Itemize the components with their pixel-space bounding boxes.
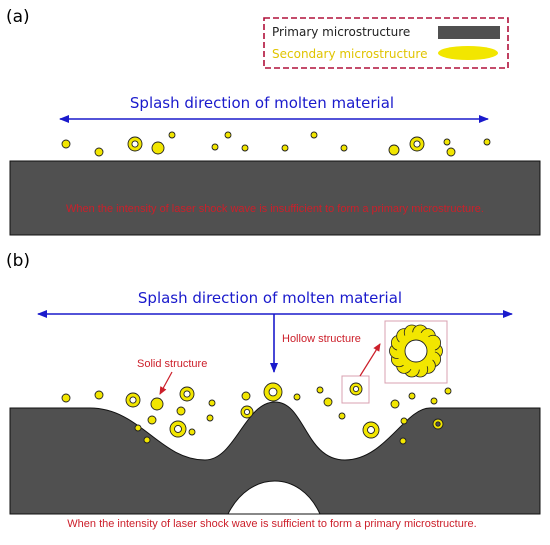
solid-particle	[390, 399, 400, 409]
hollow-particle	[125, 392, 140, 407]
solid-particle	[483, 138, 491, 146]
solid-particle	[94, 390, 104, 400]
solid-particle	[310, 131, 318, 139]
hollow-particle-outline	[268, 387, 278, 397]
solid-particle	[241, 391, 251, 401]
legend: Primary microstructure Secondary microst…	[263, 17, 509, 69]
hollow-particle-outline	[349, 382, 363, 396]
panel-a: (a) Primary microstructure Secondary mic…	[6, 7, 541, 236]
hollow-particle-outline	[240, 405, 254, 419]
solid-particle	[211, 143, 219, 151]
hollow-particle-outline	[174, 425, 182, 433]
solid-particle	[430, 397, 438, 405]
solid-particle	[443, 138, 451, 146]
hollow-structure-zoom-box	[384, 320, 448, 384]
hollow-structure-highlight-box	[341, 375, 370, 404]
hollow-particle-outline	[409, 136, 425, 152]
solid-particle	[176, 406, 186, 416]
hollow-particle-outline	[435, 421, 441, 427]
panel-b-particles	[61, 382, 452, 445]
solid-particle	[208, 399, 216, 407]
panel-a-label: (a)	[6, 7, 30, 27]
solid-particle	[147, 415, 157, 425]
solid-particle	[241, 144, 249, 152]
solid-particle	[188, 428, 196, 436]
solid-particle	[400, 417, 408, 425]
hollow-particle	[180, 386, 195, 401]
panel-a-splash-label: Splash direction of molten material	[130, 94, 394, 112]
solid-particle	[293, 393, 301, 401]
panel-a-particles	[61, 131, 491, 157]
hollow-particle-outline	[125, 392, 141, 408]
panel-b-substrate-notch	[227, 480, 321, 515]
solid-particle	[323, 397, 333, 407]
legend-secondary-label: Secondary microstructure	[272, 47, 427, 61]
solid-particle	[61, 393, 71, 403]
solid-particle	[143, 436, 151, 444]
hollow-particle	[128, 137, 143, 152]
hollow-particle-outline	[127, 136, 143, 152]
solid-structure-pointer	[159, 371, 173, 395]
solid-particle	[338, 412, 346, 420]
hollow-particle	[362, 421, 379, 438]
panel-b-substrate	[9, 401, 541, 515]
hollow-particle-outline	[129, 396, 137, 404]
hollow-structure-zoom	[389, 324, 443, 378]
hollow-particle-outline	[413, 140, 421, 148]
legend-primary-swatch	[438, 26, 500, 39]
hollow-particle-outline	[432, 418, 444, 430]
hollow-particle-outline	[243, 408, 251, 416]
solid-particle	[399, 437, 407, 445]
hollow-particle	[263, 382, 282, 401]
solid-particle	[316, 386, 324, 394]
solid-particle	[408, 392, 416, 400]
solid-particle	[150, 397, 164, 411]
hollow-particle	[240, 405, 253, 418]
hollow-structure-pointer	[359, 343, 381, 377]
solid-particle	[168, 131, 176, 139]
solid-particle	[446, 147, 456, 157]
solid-particle	[224, 131, 232, 139]
hollow-particle-outline	[362, 421, 380, 439]
panel-b-splash-label: Splash direction of molten material	[138, 289, 402, 307]
hollow-particle	[432, 418, 443, 429]
legend-primary-label: Primary microstructure	[272, 25, 410, 39]
hollow-particle	[349, 382, 362, 395]
hollow-zoom-cavity	[404, 339, 428, 363]
hollow-particle-outline	[179, 386, 195, 402]
hollow-particle-outline	[131, 140, 139, 148]
hollow-particle-outline	[169, 420, 187, 438]
legend-secondary-swatch	[438, 46, 498, 60]
solid-particle	[206, 414, 214, 422]
solid-particle	[281, 144, 289, 152]
hollow-particle-outline	[367, 426, 375, 434]
solid-particle	[94, 147, 104, 157]
hollow-structure-label: Hollow structure	[282, 333, 361, 345]
hollow-particle-outline	[183, 390, 191, 398]
panel-b-caption: When the intensity of laser shock wave i…	[67, 518, 476, 530]
solid-particle	[134, 424, 142, 432]
hollow-particle	[409, 137, 424, 152]
solid-particle	[61, 139, 71, 149]
panel-b: (b) Splash direction of molten material …	[6, 251, 541, 530]
legend-border	[263, 17, 509, 69]
hollow-particle-outline	[352, 385, 360, 393]
panel-b-label: (b)	[6, 251, 30, 271]
panel-a-substrate	[9, 160, 541, 236]
solid-particle	[151, 141, 165, 155]
solid-particle	[388, 144, 400, 156]
panel-a-caption: When the intensity of laser shock wave i…	[66, 203, 484, 215]
solid-particle	[340, 144, 348, 152]
hollow-particle	[170, 420, 187, 437]
solid-particle	[444, 387, 452, 395]
solid-structure-label: Solid structure	[137, 358, 207, 370]
hollow-particle-outline	[263, 382, 283, 402]
